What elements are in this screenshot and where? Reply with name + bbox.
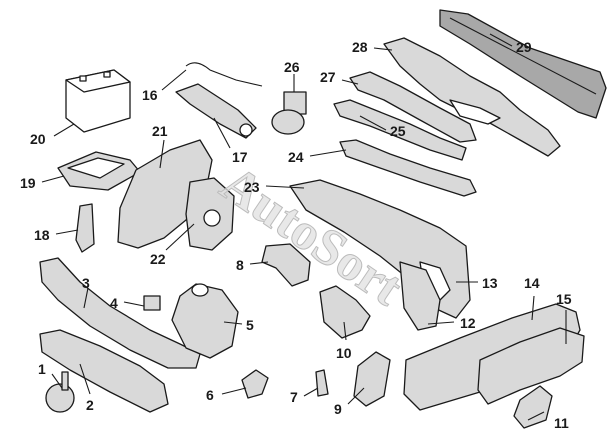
callout-number-8: 8 bbox=[236, 257, 244, 273]
callout-8: 8 bbox=[236, 257, 269, 273]
callout-number-20: 20 bbox=[30, 131, 46, 147]
callout-number-22: 22 bbox=[150, 251, 166, 267]
part-17-jack-icon bbox=[175, 83, 257, 139]
callout-20: 20 bbox=[30, 123, 75, 147]
part-22-shock-tower-icon bbox=[185, 177, 235, 251]
callout-3: 3 bbox=[82, 275, 90, 309]
callout-13: 13 bbox=[456, 275, 498, 291]
part-11-bracket-icon bbox=[513, 385, 553, 429]
callout-12: 12 bbox=[427, 315, 476, 331]
callout-9: 9 bbox=[334, 387, 365, 417]
callout-number-4: 4 bbox=[110, 295, 118, 311]
part-3-front-apron-icon bbox=[39, 257, 201, 369]
callout-11: 11 bbox=[527, 411, 569, 431]
part-10-mount-bracket-icon bbox=[319, 285, 371, 339]
callout-number-16: 16 bbox=[142, 87, 158, 103]
part-6-connector-icon bbox=[241, 369, 269, 399]
callout-10: 10 bbox=[336, 321, 352, 361]
part-9-bracket-icon bbox=[353, 351, 391, 407]
callout-number-25: 25 bbox=[390, 123, 406, 139]
part-5-washer-reservoir-icon bbox=[171, 283, 239, 359]
callout-number-3: 3 bbox=[82, 275, 90, 291]
callout-28: 28 bbox=[352, 39, 393, 55]
callout-number-18: 18 bbox=[34, 227, 50, 243]
callout-18: 18 bbox=[34, 227, 79, 243]
part-8-shield-icon bbox=[261, 243, 311, 287]
part-27-cowl-top-icon bbox=[349, 71, 477, 143]
callout-29: 29 bbox=[489, 33, 532, 55]
callout-number-19: 19 bbox=[20, 175, 36, 191]
callout-number-12: 12 bbox=[460, 315, 476, 331]
callout-number-7: 7 bbox=[290, 389, 298, 405]
callout-1: 1 bbox=[38, 361, 63, 389]
callout-number-1: 1 bbox=[38, 361, 46, 377]
part-16-hood-prop-rod-icon bbox=[185, 62, 263, 87]
callout-25: 25 bbox=[359, 115, 406, 139]
part-24-upper-reinforcement-icon bbox=[339, 139, 477, 197]
callout-15: 15 bbox=[556, 291, 572, 344]
part-29-cowl-seal-icon bbox=[439, 9, 607, 119]
part-2-lower-crossmember-icon bbox=[39, 329, 169, 413]
callout-19: 19 bbox=[20, 175, 65, 191]
callout-number-6: 6 bbox=[206, 387, 214, 403]
callout-23: 23 bbox=[244, 179, 305, 195]
callout-number-27: 27 bbox=[320, 69, 336, 85]
callout-number-10: 10 bbox=[336, 345, 352, 361]
part-7-bracket-icon bbox=[315, 369, 329, 397]
callout-21: 21 bbox=[152, 123, 168, 169]
callout-number-29: 29 bbox=[516, 39, 532, 55]
callout-number-17: 17 bbox=[232, 149, 248, 165]
callout-2: 2 bbox=[79, 363, 94, 413]
callout-number-2: 2 bbox=[86, 397, 94, 413]
part-4-washer-pump-icon bbox=[143, 295, 161, 311]
callout-number-28: 28 bbox=[352, 39, 368, 55]
callout-26: 26 bbox=[284, 59, 300, 92]
callout-number-9: 9 bbox=[334, 401, 342, 417]
callout-number-13: 13 bbox=[482, 275, 498, 291]
part-28-cowl-vent-icon bbox=[383, 37, 561, 157]
callout-27: 27 bbox=[320, 69, 359, 85]
callout-number-15: 15 bbox=[556, 291, 572, 307]
callout-6: 6 bbox=[206, 387, 247, 403]
callout-7: 7 bbox=[290, 387, 319, 405]
callout-16: 16 bbox=[142, 69, 187, 103]
callout-5: 5 bbox=[223, 317, 254, 333]
part-1-horn-icon bbox=[45, 371, 75, 413]
callout-4: 4 bbox=[110, 295, 145, 311]
callout-number-23: 23 bbox=[244, 179, 260, 195]
callout-number-14: 14 bbox=[524, 275, 540, 291]
part-15-rail-icon bbox=[477, 327, 585, 405]
callout-24: 24 bbox=[288, 149, 347, 165]
callout-17: 17 bbox=[213, 117, 248, 165]
part-18-bracket-icon bbox=[75, 203, 95, 253]
part-12-side-panel-icon bbox=[399, 261, 441, 331]
part-25-cowl-rail-icon bbox=[333, 99, 467, 161]
callout-number-5: 5 bbox=[246, 317, 254, 333]
part-20-battery-icon bbox=[65, 69, 131, 133]
callout-number-21: 21 bbox=[152, 123, 168, 139]
callout-number-24: 24 bbox=[288, 149, 304, 165]
callout-number-26: 26 bbox=[284, 59, 300, 75]
callout-number-11: 11 bbox=[554, 415, 569, 431]
callout-14: 14 bbox=[524, 275, 540, 321]
part-19-battery-tray-icon bbox=[57, 151, 141, 191]
part-26-wiper-motor-icon bbox=[271, 91, 307, 135]
callout-22: 22 bbox=[150, 223, 195, 267]
